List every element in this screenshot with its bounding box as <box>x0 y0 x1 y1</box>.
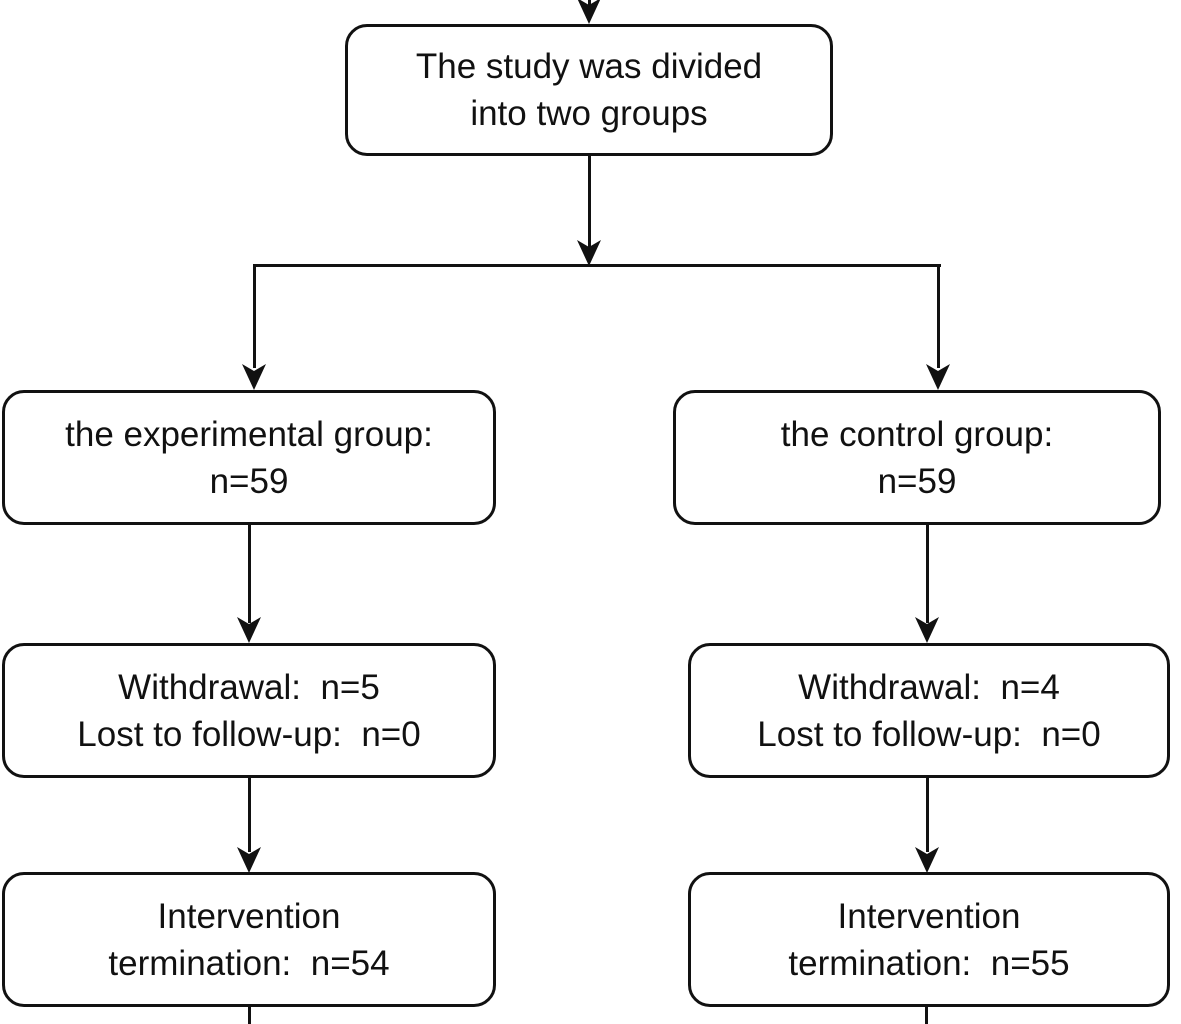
arrowhead-down-icon <box>926 364 950 390</box>
study-division-box: The study was divided into two groups <box>345 24 833 156</box>
experimental-group-box: the experimental group: n=59 <box>2 390 496 525</box>
control-group-box: the control group: n=59 <box>673 390 1161 525</box>
arrowhead-down-icon <box>915 617 939 643</box>
box-text-line: the experimental group: <box>65 414 433 454</box>
arrowhead-down-icon <box>915 847 939 873</box>
connector-control-to-withdrawal-line <box>926 525 929 623</box>
connector-study-to-branch-line <box>588 156 591 248</box>
arrowhead-down-icon <box>577 0 601 24</box>
arrowhead-down-icon <box>577 240 601 266</box>
box-text-line: The study was divided <box>415 47 763 86</box>
box-text-line: termination: n=55 <box>788 943 1070 983</box>
connector-branch-line <box>253 264 941 267</box>
box-text-line: Lost to follow-up: n=0 <box>77 714 421 754</box>
connector-experimental-exit-line <box>248 1007 251 1024</box>
connector-experimental-to-termination-line <box>248 778 251 852</box>
box-text-line: n=59 <box>209 461 289 501</box>
box-text-line: into two groups <box>470 94 708 133</box>
control-withdrawal-box: Withdrawal: n=4 Lost to follow-up: n=0 <box>688 643 1170 778</box>
box-text-line: the control group: <box>780 414 1054 454</box>
arrowhead-down-icon <box>237 847 261 873</box>
control-termination-box: Intervention termination: n=55 <box>688 872 1170 1007</box>
connector-control-to-termination-line <box>926 778 929 852</box>
box-text-line: Withdrawal: n=4 <box>798 667 1060 707</box>
connector-control-exit-line <box>925 1007 928 1024</box>
experimental-termination-box: Intervention termination: n=54 <box>2 872 496 1007</box>
box-text-line: Withdrawal: n=5 <box>118 667 380 707</box>
connector-experimental-to-withdrawal-line <box>248 525 251 623</box>
connector-branch-to-experimental-line <box>253 266 256 368</box>
box-text-line: Intervention <box>837 896 1021 936</box>
experimental-withdrawal-box: Withdrawal: n=5 Lost to follow-up: n=0 <box>2 643 496 778</box>
connector-branch-to-control-line <box>937 266 940 368</box>
box-text-line: n=59 <box>877 461 957 501</box>
arrowhead-down-icon <box>242 364 266 390</box>
arrowhead-down-icon <box>237 617 261 643</box>
box-text-line: Intervention <box>157 896 341 936</box>
box-text-line: Lost to follow-up: n=0 <box>757 714 1101 754</box>
box-text-line: termination: n=54 <box>108 943 390 983</box>
